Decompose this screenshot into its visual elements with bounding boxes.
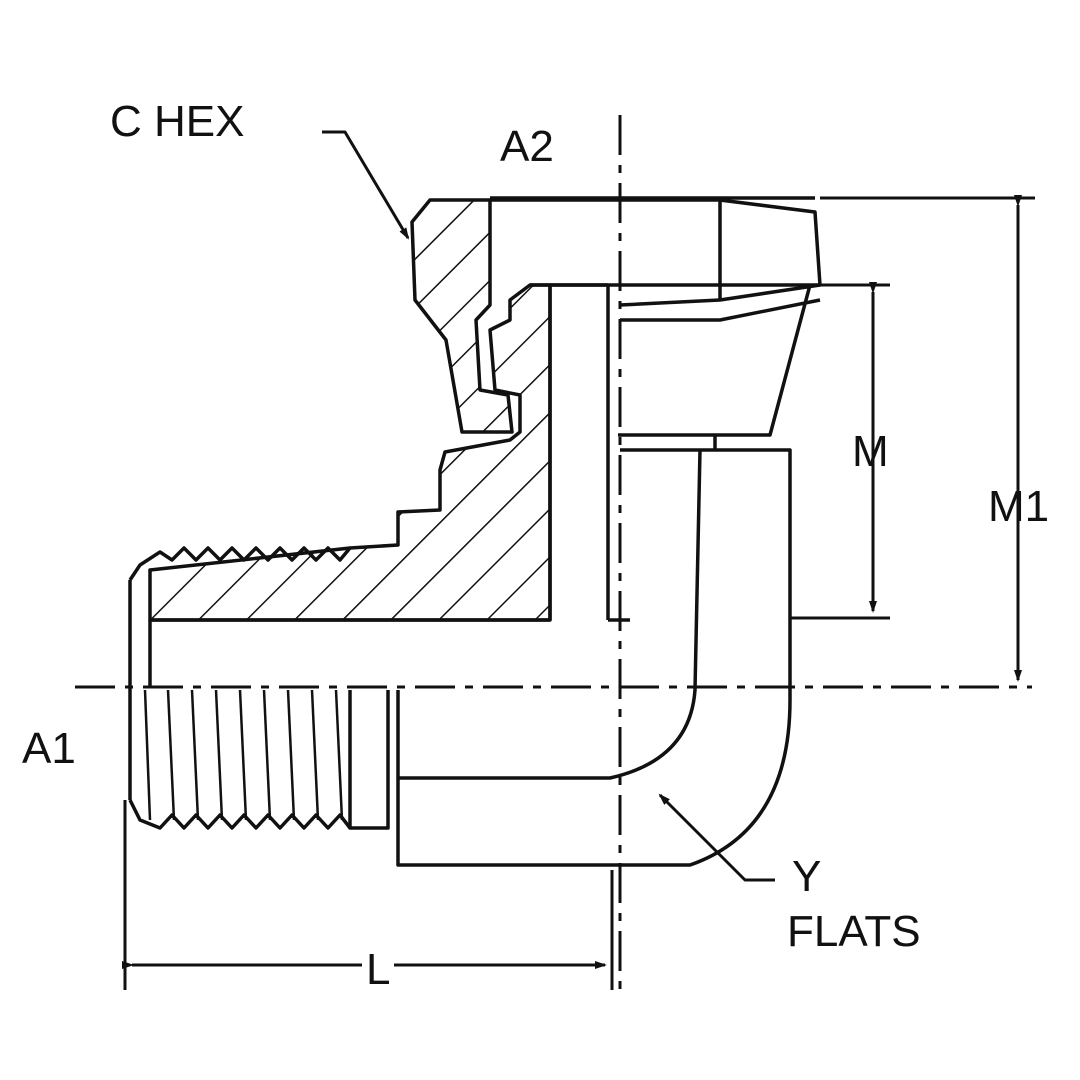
label-flats: FLATS xyxy=(787,907,921,956)
elbow-body xyxy=(396,448,792,867)
body-section xyxy=(148,283,552,622)
label-y: Y xyxy=(792,852,822,901)
label-l: L xyxy=(362,948,395,992)
hex-nut-body xyxy=(490,198,822,437)
label-m1: M1 xyxy=(988,482,1050,531)
label-m: M xyxy=(852,427,889,476)
y-flats-leader xyxy=(658,793,775,882)
hex-nut-section xyxy=(410,198,514,434)
male-thread-top xyxy=(128,546,352,581)
c-hex-leader xyxy=(322,130,410,240)
label-c-hex: C HEX xyxy=(110,97,245,146)
male-thread-bottom xyxy=(128,799,352,830)
label-a2: A2 xyxy=(500,122,554,171)
label-a1: A1 xyxy=(22,724,76,773)
